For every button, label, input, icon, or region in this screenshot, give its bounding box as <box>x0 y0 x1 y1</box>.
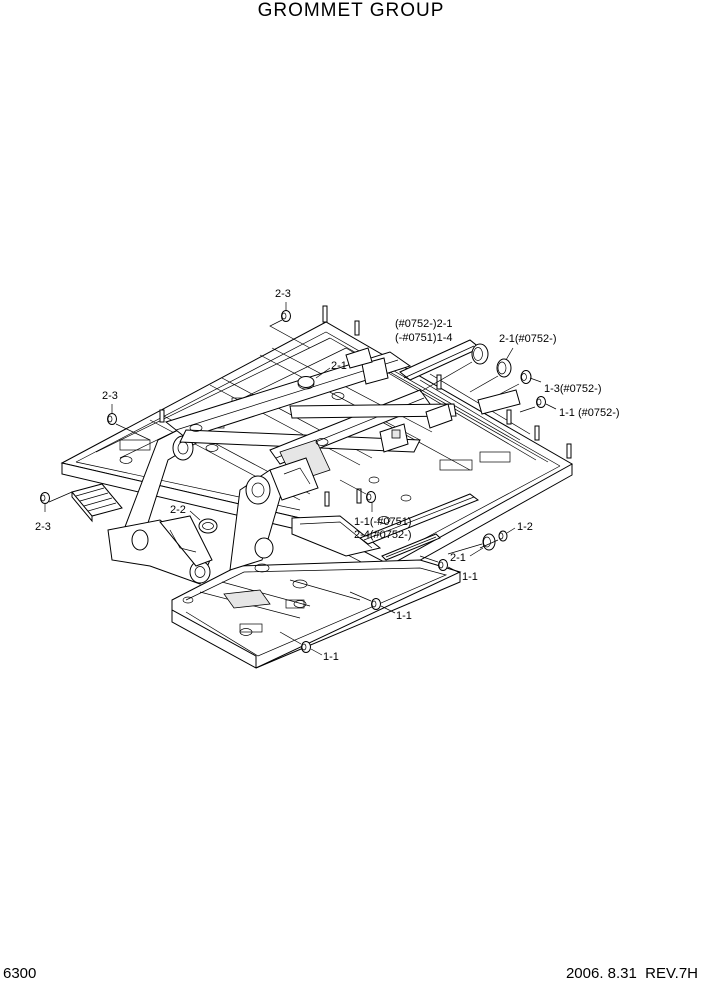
deck-tabs <box>159 305 572 507</box>
callout-2-1-lower: 2-1 <box>450 552 466 564</box>
leader-lines <box>44 302 557 656</box>
callout-2-3-left-upper: 2-3 <box>102 390 118 402</box>
grommets <box>40 310 546 653</box>
rear-brackets <box>345 339 521 453</box>
diagonal-beams <box>164 351 457 501</box>
callout-2-1-0752: (#0752-)2-1 <box>395 318 452 330</box>
revision-date: 2006. 8.31 REV.7H <box>565 965 698 982</box>
callout-2-4-0752: 2-4(#0752-) <box>354 529 411 541</box>
callout-1-1-near: 1-1 <box>462 571 478 583</box>
callout-1-1-middle: 1-1 <box>396 610 412 622</box>
boom-foot-structure <box>107 419 285 585</box>
frame-lower-platform <box>171 559 462 669</box>
callout-1-1-0752: 1-1 (#0752-) <box>559 407 620 419</box>
page-title: GROMMET GROUP <box>257 0 445 21</box>
callout-1-1-bottom: 1-1 <box>323 651 339 663</box>
callout-2-3-top: 2-3 <box>275 288 291 300</box>
page-number: 6300 <box>3 965 37 982</box>
callout-labels: 2-3 (#0752-)2-1 (-#0751)1-4 2-1(#0752-) … <box>35 288 620 663</box>
callout-1-1-0751: 1-1(-#0751) <box>354 516 411 528</box>
callout-2-2: 2-2 <box>170 504 186 516</box>
left-step <box>71 483 123 523</box>
callout-2-3-left-lower: 2-3 <box>35 521 51 533</box>
center-web <box>291 493 480 557</box>
callout-2-1-deck: 2-1 <box>331 360 347 372</box>
callout-1-4-0751: (-#0751)1-4 <box>395 332 452 344</box>
callout-1-3-0752: 1-3(#0752-) <box>544 383 601 395</box>
callout-1-2: 1-2 <box>517 521 533 533</box>
callout-2-1-right: 2-1(#0752-) <box>499 333 556 345</box>
